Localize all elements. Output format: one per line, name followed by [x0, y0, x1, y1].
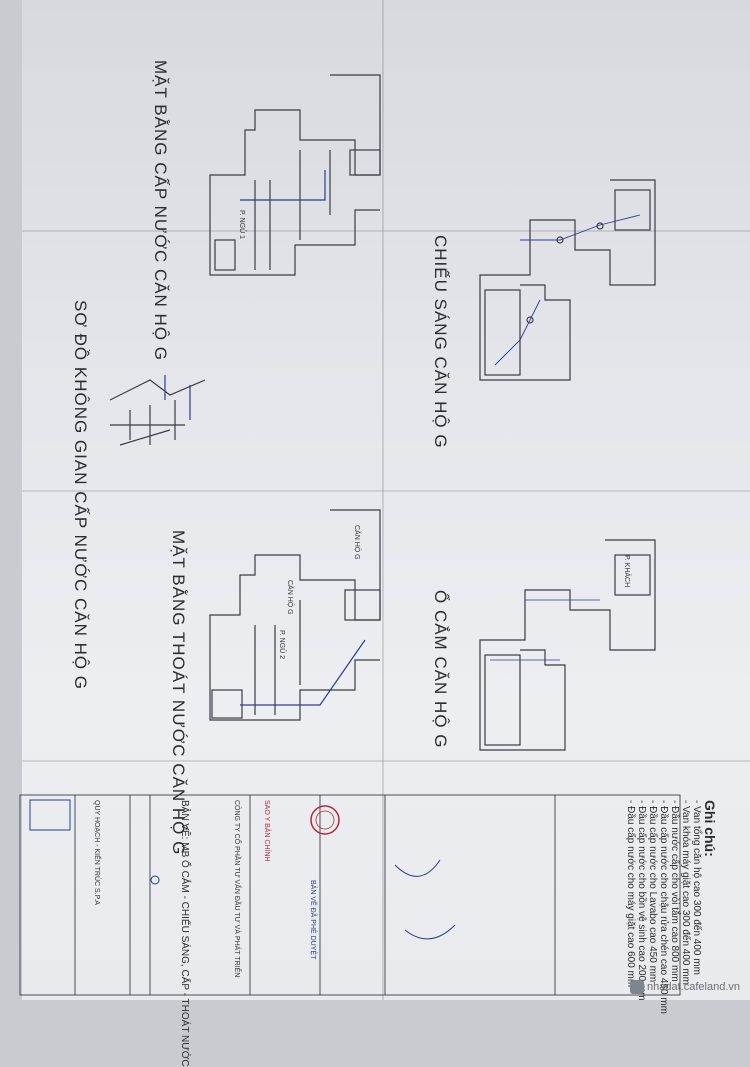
fold-line-horizontal — [22, 230, 750, 232]
fold-line-vertical — [382, 0, 384, 1000]
room-label: P. NGỦ 2 — [278, 630, 285, 660]
isometric-diagram — [109, 375, 206, 446]
floor-plans — [19, 74, 681, 996]
approval-stamp: BẢN VẼ ĐÃ PHÊ DUYỆT — [309, 880, 316, 960]
watermark: nhadat.cafeland.vn — [630, 980, 740, 994]
room-label: CĂN HỘ G — [353, 525, 360, 560]
room-label: P. NGỦ 1 — [238, 210, 245, 240]
plan-o-cam — [479, 539, 656, 751]
room-label: CĂN HỘ G — [286, 580, 293, 615]
plan-chieu-sang — [479, 179, 656, 381]
drawing-title: BẢN VẼ: MB Ổ CẮM - CHIẾU SÁNG, CẤP - THO… — [179, 800, 190, 1067]
company-logo — [29, 799, 71, 831]
fold-line-horizontal — [22, 490, 750, 492]
firm-name: QUY HOẠCH - KIẾN TRÚC S.P.A — [93, 800, 100, 906]
title-chieu-sang: CHIẾU SÁNG CĂN HỘ G — [431, 235, 450, 449]
title-o-cam: Ổ CẮM CĂN HỘ G — [431, 590, 450, 749]
drawing-sheet — [22, 0, 750, 1000]
red-seal — [310, 805, 340, 835]
title-block-frame — [19, 794, 681, 996]
company-name: CÔNG TY CỔ PHẦN TƯ VẤN ĐẦU TƯ VÀ PHÁT TR… — [233, 800, 240, 978]
stamp-copy: SAO Y BẢN CHÍNH — [263, 800, 270, 862]
fold-line-horizontal — [22, 760, 750, 762]
title-so-do-khong-gian: SƠ ĐỒ KHÔNG GIAN CẤP NƯỚC CĂN HỘ G — [71, 300, 90, 691]
plan-thoat-nuoc — [209, 509, 381, 721]
watermark-logo-icon — [630, 980, 645, 994]
title-mat-bang-cap-nuoc: MẶT BẰNG CẤP NƯỚC CĂN HỘ G — [151, 60, 170, 362]
plan-cap-nuoc — [209, 74, 381, 276]
room-label: P. KHÁCH — [623, 555, 630, 588]
signature — [394, 859, 456, 940]
